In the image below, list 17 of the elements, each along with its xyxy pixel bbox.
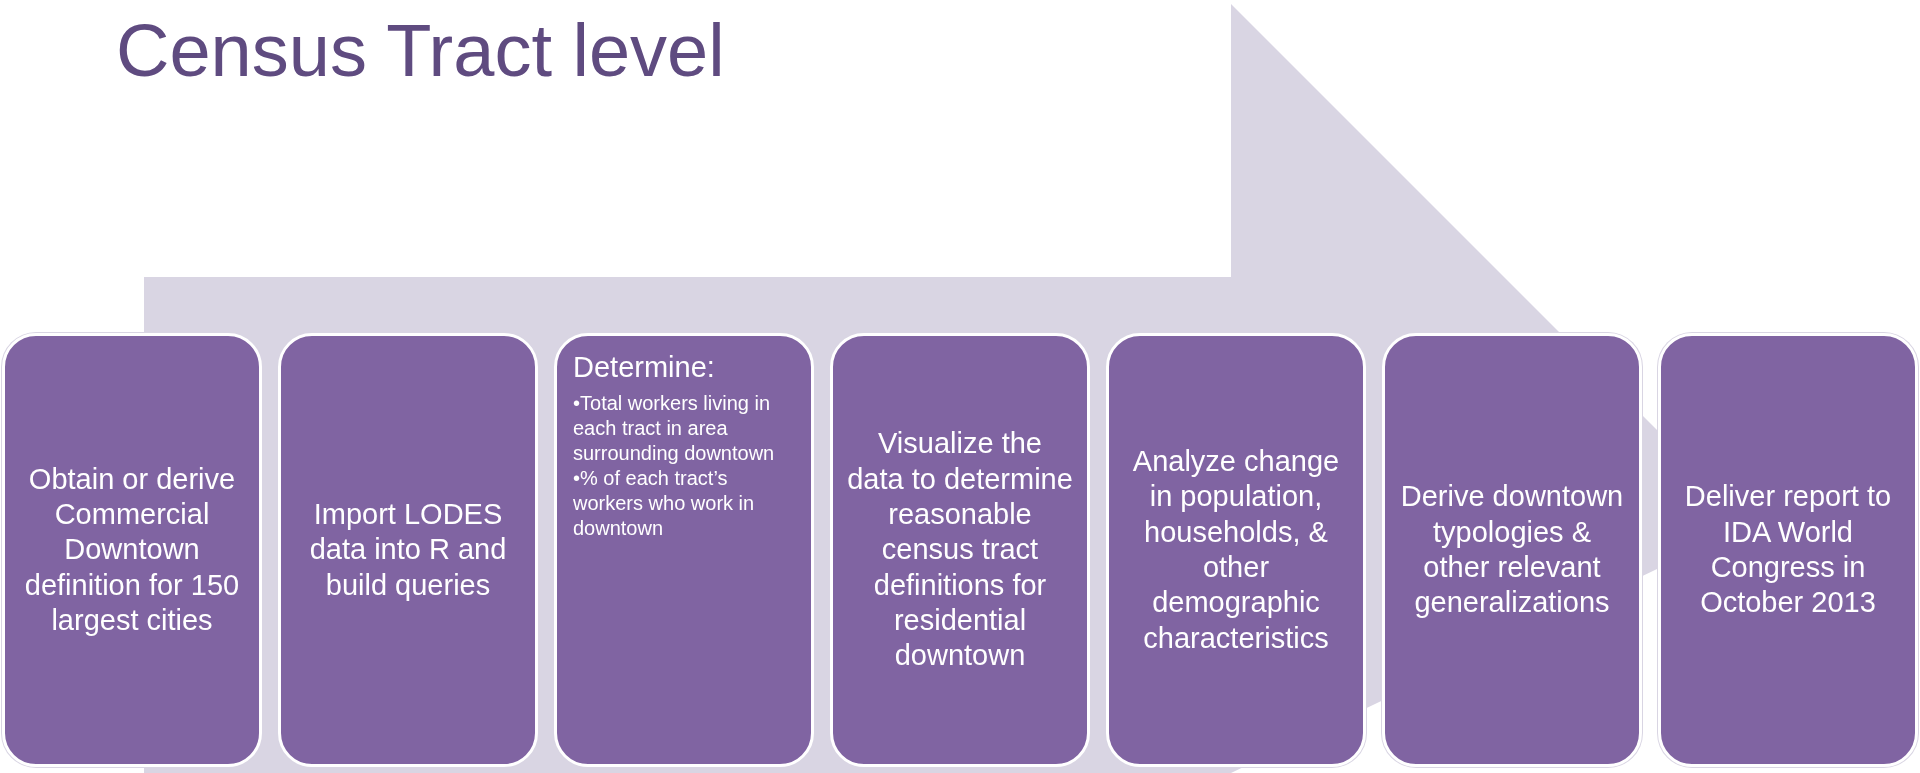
title: Census Tract level (116, 8, 725, 93)
step-text: Deliver report to IDA World Congress in October 2013 (1683, 479, 1893, 621)
process-box (554, 333, 814, 767)
bullet-item: •% of each tract’s workers who work in downtown (573, 466, 756, 542)
process-box (1382, 333, 1642, 767)
process-box (2, 333, 262, 767)
step-text: Import LODES data into R and build queries (308, 496, 508, 603)
bullet-item: •Total workers living in each tract in area surrounding downtown (573, 391, 776, 467)
process-box (1658, 333, 1918, 767)
process-box (830, 333, 1090, 767)
process-box (278, 333, 538, 767)
box-heading: Determine: (573, 350, 715, 385)
process-box (1106, 333, 1366, 767)
step-text: Obtain or derive Commercial Downtown definition for 150 largest cities (23, 461, 241, 639)
step-text: Visualize the data to determine reasonable census tract definitions for residential downtown (847, 426, 1073, 674)
step-text: Derive downtown typologies & other relevant generalizations (1399, 479, 1625, 621)
step-text: Analyze change in population, households, & other demographic characteristics (1131, 443, 1341, 656)
